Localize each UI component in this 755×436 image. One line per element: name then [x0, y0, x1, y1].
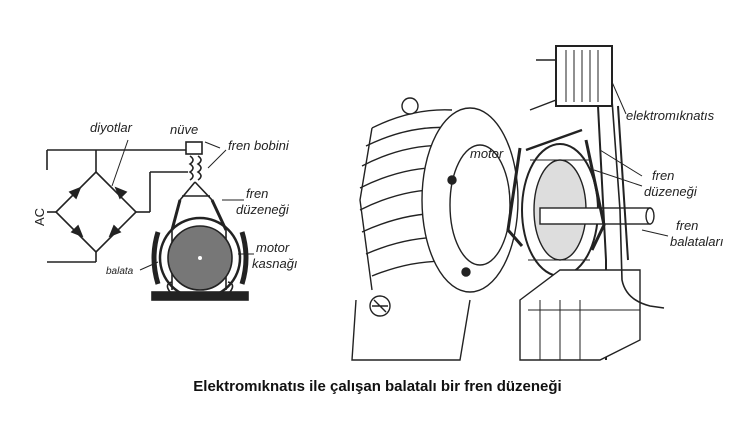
brake-linings-line1: fren: [676, 218, 698, 233]
label-electromagnet: elektromıknatıs: [626, 108, 715, 123]
schematic-diagram: [46, 139, 254, 301]
base-plate: [151, 291, 249, 301]
brake-mech-right-line1: fren: [652, 168, 674, 183]
electromagnet: [555, 45, 613, 107]
pulley-line2: kasnağı: [252, 256, 298, 271]
brake-mech-line1: fren: [246, 186, 268, 201]
label-brake-mechanism-left: fren düzeneği: [236, 186, 290, 217]
label-brake-linings: fren balataları: [670, 218, 724, 249]
brake-arm-left: [506, 147, 524, 247]
brake-mech-right-line2: düzeneği: [644, 184, 698, 199]
pulley-line1: motor: [256, 240, 290, 255]
label-motor-pulley: motor kasnağı: [252, 240, 298, 271]
label-core: nüve: [170, 122, 198, 137]
label-diodes: diyotlar: [90, 120, 133, 135]
brake-linings-line2: balataları: [670, 234, 724, 249]
cable: [611, 99, 665, 309]
diode-bridge: [54, 170, 138, 254]
motor-end-bell: [421, 107, 519, 293]
brake-coil: [188, 155, 194, 181]
shaft: [539, 207, 651, 225]
label-lining: balata: [106, 266, 134, 277]
figure-caption: Elektromıknatıs ile çalışan balatalı bir…: [193, 378, 562, 395]
label-brake-coil: fren bobini: [228, 138, 290, 153]
label-ac: AC: [32, 208, 47, 226]
label-motor: motor: [470, 146, 504, 161]
label-brake-mechanism-right: fren düzeneği: [644, 168, 698, 199]
lifting-eye: [401, 97, 419, 115]
core: [185, 141, 203, 155]
brake-mech-line2: düzeneği: [236, 202, 290, 217]
motor-illustration: [351, 45, 669, 361]
